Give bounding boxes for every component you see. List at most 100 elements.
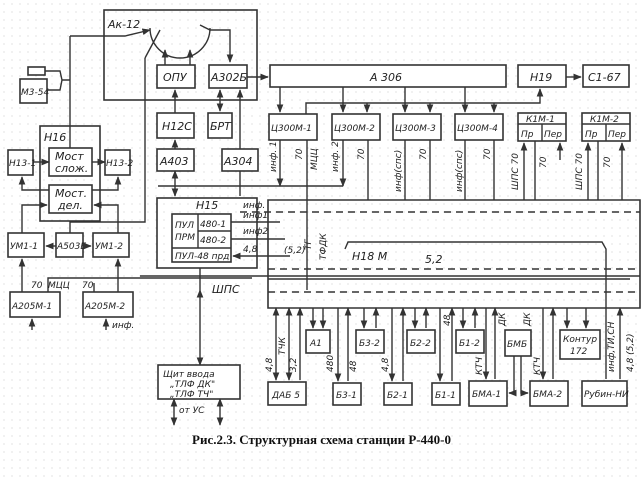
- block-ts300m-4: Ц300М-4: [454, 113, 504, 141]
- block-n19: Н19: [517, 64, 567, 88]
- block-b1-2: Б1-2: [455, 329, 485, 354]
- svg-text:БМА-1: БМА-1: [472, 390, 501, 400]
- svg-text:Ц300М-1: Ц300М-1: [271, 124, 312, 134]
- svg-text:МЦЦ: МЦЦ: [310, 148, 320, 170]
- svg-text:ТФДК: ТФДК: [319, 233, 329, 260]
- block-n15-frame: Н15: [156, 197, 258, 269]
- svg-text:Б1-2: Б1-2: [459, 339, 480, 349]
- svg-text:Н18 М: Н18 М: [352, 250, 388, 263]
- svg-text:ПУЛ: ПУЛ: [175, 221, 194, 231]
- svg-text:Н16: Н16: [44, 131, 66, 144]
- svg-text:К1М-1: К1М-1: [526, 115, 555, 125]
- antenna-icon: [27, 66, 46, 76]
- block-n13-1: Н13-1: [7, 149, 36, 176]
- svg-text:дел.: дел.: [57, 199, 83, 212]
- block-pul-prm: ПУЛ ПРМ 480-1 480-2 ПУЛ-48 прд: [171, 213, 232, 263]
- svg-text:ПУЛ-48 прд: ПУЛ-48 прд: [175, 252, 229, 262]
- svg-text:Пр: Пр: [521, 130, 534, 140]
- svg-text:48: 48: [443, 314, 453, 326]
- svg-text:М3-54: М3-54: [21, 88, 49, 98]
- svg-text:Н15: Н15: [196, 199, 218, 212]
- svg-text:А 306: А 306: [369, 71, 402, 84]
- block-a205m-2: А205М-2: [82, 291, 134, 318]
- svg-text:4,8 (5,2): 4,8 (5,2): [626, 333, 636, 372]
- svg-text:70: 70: [603, 156, 613, 168]
- svg-text:Б3-1: Б3-1: [336, 391, 357, 401]
- svg-text:от УС: от УС: [179, 406, 205, 416]
- block-rubin-ni: Рубин-НИ: [581, 380, 629, 407]
- svg-text:„ТЛФ ТЧ": „ТЛФ ТЧ": [170, 390, 213, 400]
- svg-text:70: 70: [31, 281, 43, 291]
- block-bma-2: БМА-2: [529, 380, 569, 407]
- block-m354: М3-54: [19, 78, 49, 104]
- block-a503b: А503Б: [55, 232, 87, 258]
- svg-text:инф(спс): инф(спс): [455, 150, 465, 192]
- svg-text:слож.: слож.: [55, 162, 88, 175]
- svg-text:БМБ: БМБ: [507, 340, 527, 350]
- block-most-slozh: Мост слож.: [48, 147, 93, 177]
- block-bma-1: БМА-1: [468, 380, 508, 407]
- svg-text:480: 480: [326, 355, 336, 372]
- svg-text:А503Б: А503Б: [56, 242, 87, 252]
- block-k1m-1: К1М-1 Пр Пер: [517, 112, 567, 142]
- svg-text:инф,ТИ,СН: инф,ТИ,СН: [607, 321, 617, 372]
- block-s167: С1-67: [582, 64, 630, 88]
- svg-text:К1М-2: К1М-2: [590, 115, 619, 125]
- svg-text:4,8: 4,8: [243, 245, 258, 255]
- svg-text:Контур: Контур: [563, 335, 597, 345]
- svg-text:Пер: Пер: [544, 130, 562, 140]
- svg-text:ТЧК: ТЧК: [278, 336, 288, 355]
- block-ts300m-3: Ц300М-3: [392, 113, 442, 141]
- svg-text:Б1-1: Б1-1: [435, 391, 456, 401]
- svg-text:70: 70: [539, 156, 549, 168]
- block-a304: А304: [221, 148, 259, 172]
- block-dab5: ДАБ 5: [267, 381, 307, 406]
- svg-text:ТГ: ТГ: [304, 239, 314, 250]
- block-ts300m-2: Ц300М-2: [331, 113, 381, 141]
- svg-text:ШПС 70: ШПС 70: [511, 153, 521, 190]
- svg-text:инф(спс): инф(спс): [394, 150, 404, 192]
- block-n12s: Н12С: [156, 112, 195, 139]
- block-a302b: А302Б: [208, 64, 248, 89]
- svg-text:ДК: ДК: [523, 312, 533, 327]
- ak12-label: Ак-12: [107, 18, 140, 31]
- svg-text:ПРМ: ПРМ: [175, 233, 195, 243]
- svg-text:Н13-1: Н13-1: [9, 159, 36, 169]
- block-b1-1: Б1-1: [431, 382, 461, 406]
- svg-text:ДК: ДК: [498, 312, 508, 327]
- svg-text:С1-67: С1-67: [588, 71, 621, 84]
- svg-text:Ц300М-3: Ц300М-3: [395, 124, 436, 134]
- svg-text:70: 70: [419, 148, 429, 160]
- block-n16-frame: Н16: [39, 125, 101, 222]
- block-a1: А1: [305, 329, 331, 354]
- svg-text:А304: А304: [223, 155, 253, 168]
- ak12-frame: Ак-12: [70, 9, 258, 101]
- svg-text:МЦЦ: МЦЦ: [48, 281, 70, 291]
- svg-text:БМА-2: БМА-2: [533, 390, 562, 400]
- svg-text:Мост.: Мост.: [55, 187, 87, 200]
- svg-text:БРТ: БРТ: [210, 120, 232, 133]
- svg-text:А403: А403: [159, 155, 189, 168]
- block-um1-2: УМ1-2: [92, 232, 130, 258]
- svg-text:172: 172: [570, 347, 587, 357]
- svg-text:Б2-1: Б2-1: [387, 391, 408, 401]
- block-bmb: БМБ: [504, 329, 532, 357]
- svg-text:ШПС: ШПС: [212, 283, 240, 296]
- svg-text:480-2: 480-2: [200, 236, 226, 246]
- svg-text:ДАБ 5: ДАБ 5: [271, 391, 300, 401]
- block-a205m-1: А205М-1: [9, 291, 61, 318]
- svg-text:ШПС 70: ШПС 70: [575, 153, 585, 190]
- block-k1m-2: К1М-2 Пр Пер: [581, 112, 631, 142]
- svg-text:Щит ввода: Щит ввода: [163, 370, 215, 380]
- label-inf1: инф. 1: [269, 141, 279, 172]
- svg-text:70: 70: [483, 148, 493, 160]
- svg-text:КТЧ: КТЧ: [533, 357, 543, 375]
- svg-text:инф.: инф.: [112, 321, 134, 331]
- svg-text:инф. 2: инф. 2: [331, 141, 341, 172]
- figure-caption: Рис.2.3. Структурная схема станции Р-440…: [192, 432, 451, 447]
- svg-text:инф1: инф1: [243, 211, 268, 221]
- svg-text:Н19: Н19: [530, 71, 552, 84]
- block-a403: А403: [156, 148, 195, 172]
- svg-text:УМ1-1: УМ1-1: [10, 242, 38, 252]
- svg-text:инф2: инф2: [243, 227, 268, 237]
